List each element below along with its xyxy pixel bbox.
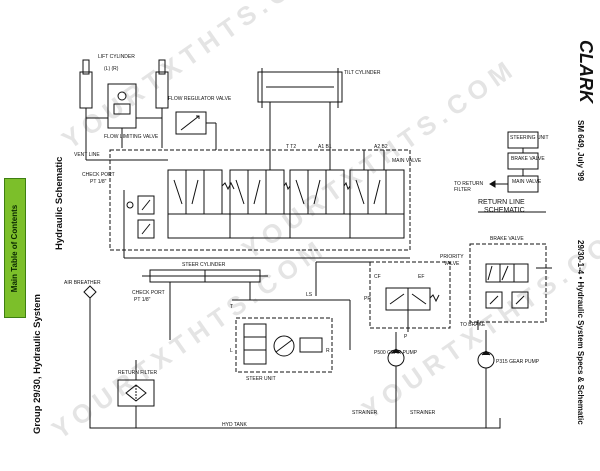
- steering-unit-box-label: STEERING UNIT: [510, 135, 549, 141]
- lift-cylinder-label: LIFT CYLINDER: [98, 54, 135, 60]
- tilt-cylinder-label: TILT CYLINDER: [344, 70, 381, 76]
- priority-valve-label-2: VALVE: [444, 261, 460, 267]
- port-ef-label: EF: [418, 274, 424, 280]
- port-cf-label: CF: [374, 274, 381, 280]
- port-ls-label: LS: [306, 292, 313, 298]
- port-pp-label: PP: [364, 296, 371, 302]
- steer-cylinder: [142, 269, 268, 340]
- svg-text:YOURTXTHTS.COM: YOURTXTHTS.COM: [236, 52, 522, 265]
- p315-gear-pump: [477, 330, 495, 410]
- main-toc-button[interactable]: Main Table of Contents: [4, 178, 26, 318]
- brake-valve-label: BRAKE VALVE: [490, 236, 524, 242]
- pt-1-label: PT 1/8": [90, 179, 107, 185]
- return-line-schematic: [478, 131, 546, 213]
- tilt-cylinder: [257, 68, 343, 148]
- relief-valve-stack: [123, 190, 410, 259]
- svg-text:YOURTXTHTS.COM: YOURTXTHTS.COM: [56, 0, 342, 155]
- check-port-1-label: CHECK PORT: [82, 172, 115, 178]
- air-breather-label: AIR BREATHER: [64, 280, 101, 286]
- steer-cylinder-label: STEER CYLINDER: [182, 262, 226, 268]
- p315-pump-label: P315 GEAR PUMP: [496, 359, 540, 365]
- main-valve: [85, 148, 411, 251]
- hyd-tank: [89, 410, 501, 429]
- check-port-2-label: CHECK PORT: [132, 290, 165, 296]
- port-p-label: P: [404, 334, 408, 340]
- pt-2-label: PT 1/8": [134, 297, 151, 303]
- flow-regulator-label: FLOW REGULATOR VALVE: [168, 96, 232, 102]
- strainer-2-label: STRAINER: [410, 410, 436, 416]
- main-valve-label: MAIN VALVE: [392, 158, 422, 164]
- return-filter: [117, 360, 155, 422]
- return-line-subtitle: SCHEMATIC: [484, 207, 525, 214]
- flow-regulator-valve: [175, 111, 217, 150]
- vent-line-label: VENT LINE: [74, 152, 100, 158]
- flow-limiting-label: FLOW LIMITING VALVE: [104, 134, 159, 140]
- filter-label: FILTER: [454, 187, 471, 193]
- p500-pump-label: P500 GEAR PUMP: [374, 350, 418, 356]
- lift-cylinder: [79, 59, 169, 148]
- port-a2b2-label: A2 B2: [374, 144, 388, 150]
- brake-valve-box-label: BRAKE VALVE: [511, 156, 545, 162]
- watermark: YOURTXTHTS.COM YOURTXTHTS.COM YOURTXTHTS…: [46, 0, 600, 445]
- lift-cylinder-sub-label: (L) (R): [104, 66, 119, 72]
- to-brake-label: TO BRAKE: [460, 322, 486, 328]
- hyd-tank-label: HYD TANK: [222, 422, 247, 428]
- return-line-title: RETURN LINE: [478, 199, 525, 206]
- p500-gear-pump: [387, 332, 405, 410]
- air-breather: [83, 285, 97, 422]
- port-t-label: T: [230, 304, 233, 310]
- port-tt-label: T T2: [286, 144, 296, 150]
- group-title: Group 29/30, Hydraulic System: [32, 294, 43, 434]
- port-a1b1-label: A1 B1: [318, 144, 332, 150]
- to-return-label: TO RETURN: [454, 181, 483, 187]
- main-toc-label: Main Table of Contents: [10, 204, 20, 292]
- port-l-label: L: [230, 348, 233, 354]
- page-reference: 29/30-1-4 • Hydraulic System Specs & Sch…: [576, 240, 585, 425]
- port-r-label: R: [326, 348, 330, 354]
- brake-valve: [469, 243, 552, 330]
- clark-logo: CLARK: [576, 40, 596, 105]
- doc-info: SM 649, July '99: [576, 120, 585, 182]
- schematic-subtitle: Hydraulic Schematic: [54, 157, 65, 250]
- return-filter-label: RETURN FILTER: [118, 370, 157, 376]
- priority-valve: [315, 261, 451, 332]
- priority-valve-label-1: PRIORITY: [440, 254, 464, 260]
- strainer-1-label: STRAINER: [352, 410, 378, 416]
- steer-unit: [232, 299, 351, 373]
- steer-unit-label: STEER UNIT: [246, 376, 276, 382]
- main-valve-box-label: MAIN VALVE: [512, 179, 542, 185]
